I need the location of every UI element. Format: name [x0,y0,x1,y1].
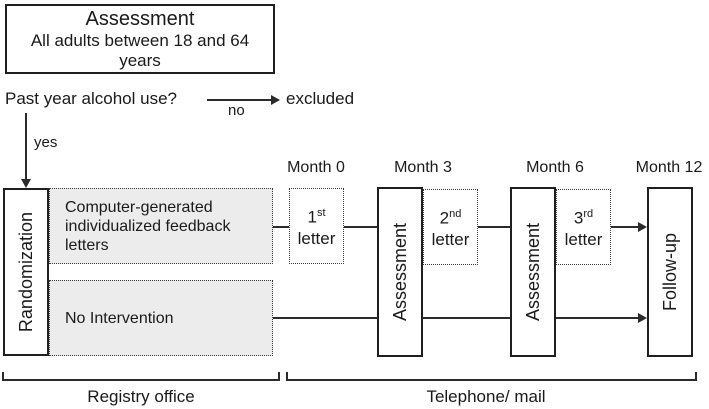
letter-1-ordinal: 1st [307,207,326,227]
assessment-month6-box: Assessment [510,187,556,357]
letter-3-box: 3rd letter [556,189,611,265]
arm-feedback-letters-box: Computer-generated individualized feedba… [49,188,273,264]
timeline-month-12: Month 12 [635,159,703,176]
assessment-month6-label: Assessment [522,222,543,322]
letter-2-box: 2nd letter [423,189,478,265]
timeline-month-6: Month 6 [526,159,584,176]
arm-no-intervention-box: No Intervention [49,280,273,356]
phase-registry-office-label: Registry office [87,387,195,406]
connector-line [423,317,510,319]
randomization-box: Randomization [3,188,49,356]
assessment-eligibility-box: Assessment All adults between 18 and 64 … [5,4,275,74]
letter-3-word: letter [564,229,603,249]
assessment-month3-box: Assessment [377,187,423,357]
assessment-box-subtitle: All adults between 18 and 64 years [30,31,250,70]
no-label: no [228,102,245,119]
letter-3-ordinal: 3rd [573,208,594,228]
yes-arrowhead-icon [21,179,31,188]
timeline-month-0: Month 0 [287,159,345,176]
timeline-month-3: Month 3 [394,159,452,176]
arm-no-intervention-label: No Intervention [65,309,174,327]
followup-box: Follow-up [647,187,693,357]
connector-line [478,226,510,228]
letter-1-box: 1st letter [289,188,344,264]
phase-telephone-mail-label: Telephone/ mail [426,387,546,406]
no-arrow-line [207,99,273,101]
arm-feedback-letters-label: Computer-generated individualized feedba… [65,198,231,254]
connector-line [344,226,377,228]
telephone-mail-bracket [286,372,697,381]
yes-arrow-line [25,113,27,181]
letter-2-word: letter [431,229,470,249]
connector-line [610,226,640,228]
randomization-label: Randomization [15,211,36,333]
letter-2-ordinal: 2nd [439,208,462,228]
excluded-label: excluded [286,89,355,108]
connector-line [273,226,289,228]
followup-bottom-arrowhead-icon [638,313,647,323]
connector-line [273,317,377,319]
assessment-month3-label: Assessment [389,222,410,322]
followup-top-arrowhead-icon [638,222,647,232]
letter-1-word: letter [297,228,336,248]
screening-question: Past year alcohol use? [5,89,177,108]
assessment-box-title: Assessment [85,8,195,30]
no-arrowhead-icon [271,95,280,105]
yes-label: yes [34,134,58,151]
followup-label: Follow-up [659,232,680,312]
registry-office-bracket [2,372,280,381]
connector-line [556,317,640,319]
